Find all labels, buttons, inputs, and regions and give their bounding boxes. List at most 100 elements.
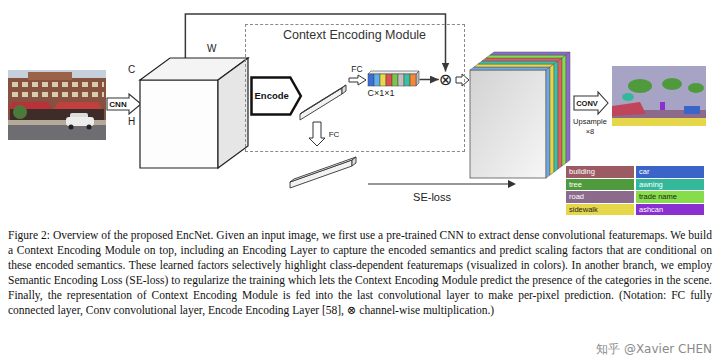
feature-slice xyxy=(478,61,558,64)
cube-front-face xyxy=(140,80,218,168)
fc-arrow xyxy=(349,75,366,85)
dimension-label: W xyxy=(207,43,216,54)
encoded-vector xyxy=(300,85,346,120)
vector-face xyxy=(352,157,356,166)
conv-arrow xyxy=(574,92,608,114)
feature-cube: WCH xyxy=(140,58,248,168)
photo-awning xyxy=(54,102,102,109)
legend-text: ashcan xyxy=(639,204,663,216)
operator-symbol: ⊗ xyxy=(439,72,452,88)
feature-slice xyxy=(474,64,554,67)
feature-slice xyxy=(486,55,566,58)
encode-layer: Encode xyxy=(250,76,302,116)
legend-swatch: ashcan xyxy=(636,204,704,216)
photo-road xyxy=(8,125,106,140)
vector-cell xyxy=(374,74,380,86)
seg-region xyxy=(684,106,700,114)
module-title: Context Encoding Module xyxy=(283,28,426,42)
photo-wheel xyxy=(69,125,74,130)
seg-region xyxy=(612,102,646,116)
feature-slice xyxy=(470,67,550,70)
feature-slice xyxy=(554,61,558,172)
layer-label: CONV xyxy=(576,99,598,108)
feature-slice xyxy=(558,58,562,169)
encode-outline xyxy=(251,77,300,114)
legend-swatch: road xyxy=(566,191,634,203)
context-encoding-module: Context Encoding ModuleEncode C×1×1 ⊗ xyxy=(245,24,465,152)
dimension-label: C xyxy=(128,64,135,75)
layer-label: CNN xyxy=(109,100,126,109)
operation-label: Upsample xyxy=(573,117,607,126)
feature-cube-outline xyxy=(140,58,248,168)
vector-face xyxy=(290,160,352,188)
seg-region xyxy=(660,102,665,110)
seg-region xyxy=(612,118,706,126)
figure-caption: Figure 2: Overview of the proposed EncNe… xyxy=(8,228,712,318)
layer-label: FC xyxy=(351,64,362,74)
layer-label: FC xyxy=(329,130,340,139)
dimension-label: H xyxy=(128,116,135,127)
legend-swatch: trade name xyxy=(636,191,704,203)
photo-sky xyxy=(8,70,106,140)
legend-swatch: car xyxy=(636,166,704,178)
cnn-arrow xyxy=(107,94,141,114)
se-loss-arrow xyxy=(368,183,508,184)
vector-top xyxy=(368,71,419,74)
feature-slice xyxy=(562,55,566,166)
scaling-factor-vector: C×1×1 xyxy=(368,70,420,98)
connector-arrow xyxy=(420,79,439,81)
feature-slice xyxy=(482,58,562,61)
legend-text: car xyxy=(639,166,649,178)
legend-text: trade name xyxy=(639,191,677,203)
cube-front-face xyxy=(470,70,546,178)
vector-cell xyxy=(392,74,398,86)
weighted-feature-cube xyxy=(470,52,570,178)
vector-face xyxy=(342,85,346,94)
vector-cell xyxy=(368,74,374,86)
input-photo xyxy=(8,70,106,140)
flow-arrow xyxy=(456,74,469,86)
vector-cell xyxy=(398,74,404,86)
feature-slice xyxy=(566,52,570,163)
legend-text: sidewalk xyxy=(569,204,598,216)
semantic-vector xyxy=(290,157,356,188)
photo-tree xyxy=(13,105,27,119)
cube-side-face xyxy=(218,58,248,168)
vector-face xyxy=(290,157,356,182)
legend-swatch: building xyxy=(566,166,634,178)
vector-face xyxy=(300,88,342,120)
vector-cell xyxy=(386,74,392,86)
legend-swatch: awning xyxy=(636,179,704,191)
legend-text: awning xyxy=(639,179,663,191)
vector-face xyxy=(300,85,346,114)
photo-windows xyxy=(10,80,104,100)
photo-building xyxy=(8,78,106,122)
legend-text: tree xyxy=(569,179,582,191)
vector-cell xyxy=(404,74,410,86)
seg-region xyxy=(688,83,704,93)
legend-swatch: sidewalk xyxy=(566,204,634,216)
vector-cell xyxy=(380,74,386,86)
photo-wheel xyxy=(87,125,92,130)
feature-slice xyxy=(550,64,554,175)
photo-roof xyxy=(28,72,72,80)
seg-region xyxy=(662,78,682,90)
layer-name: Encode xyxy=(255,90,289,101)
loss-label: SE-loss xyxy=(413,191,451,203)
operation-label: ×8 xyxy=(586,127,595,136)
multiply-symbol: ⊗ xyxy=(439,72,452,88)
legend-text: road xyxy=(569,191,584,203)
vector-cell xyxy=(410,74,416,86)
legend-text: building xyxy=(569,166,595,178)
fc-arrow xyxy=(309,122,325,146)
segmentation-output xyxy=(612,66,706,126)
seg-region xyxy=(612,66,706,126)
vector-side xyxy=(416,71,419,86)
feature-slice xyxy=(490,52,570,55)
feature-slice xyxy=(546,67,550,178)
se-loss-arrowhead xyxy=(508,180,516,188)
legend-swatch: tree xyxy=(566,179,634,191)
seg-region xyxy=(628,79,652,93)
watermark: 知乎 @Xavier CHEN xyxy=(596,341,712,358)
